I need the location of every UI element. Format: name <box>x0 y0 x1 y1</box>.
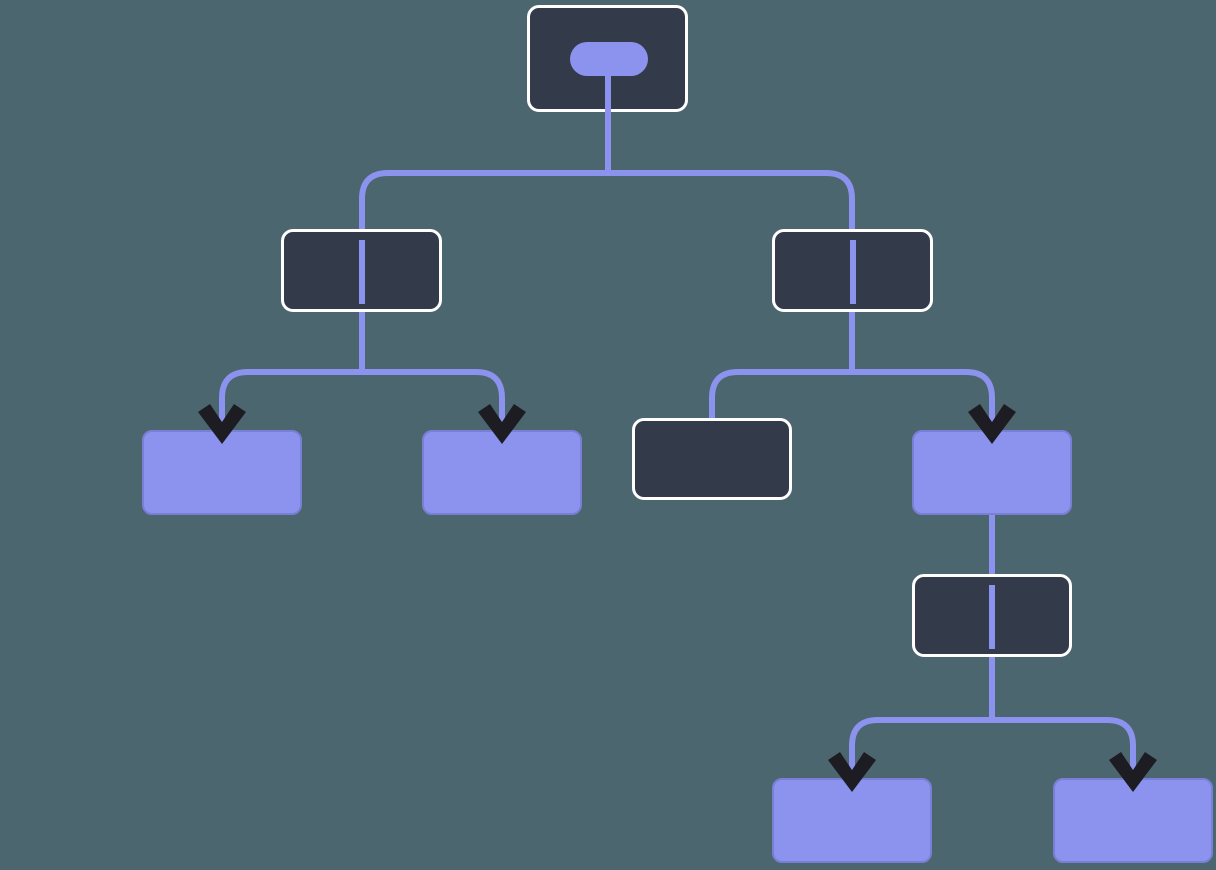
node-leaf-d[interactable] <box>1053 778 1213 863</box>
edge-n2-n5 <box>709 320 855 420</box>
edge-n0-n1 <box>359 170 608 320</box>
node-leaf-b[interactable] <box>422 430 582 515</box>
edge-n2-n6 <box>852 369 995 434</box>
pill-stem <box>605 66 611 112</box>
node-level3-dark[interactable] <box>912 574 1072 657</box>
node-leaf-a[interactable] <box>142 430 302 515</box>
inner-vertical-line <box>359 240 365 304</box>
edge-n0-n2 <box>608 170 855 320</box>
node-level1-left[interactable] <box>281 229 442 312</box>
edge-n1-n4 <box>362 369 505 434</box>
edge-n7-n8 <box>849 665 995 782</box>
inner-vertical-line <box>989 585 995 649</box>
edge-n7-n9 <box>992 717 1136 782</box>
node-branch-purple[interactable] <box>912 430 1072 515</box>
node-leaf-c[interactable] <box>772 778 932 863</box>
node-root[interactable] <box>527 5 688 112</box>
node-empty-dark[interactable] <box>632 418 792 500</box>
node-level1-right[interactable] <box>772 229 933 312</box>
inner-vertical-line <box>850 240 856 304</box>
edge-n1-n3 <box>219 320 365 434</box>
